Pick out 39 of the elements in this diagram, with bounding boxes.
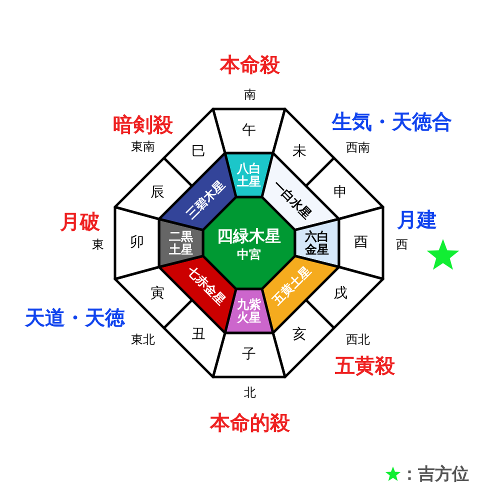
sector-label: 辰 bbox=[150, 185, 164, 200]
sector-label: 申 bbox=[334, 185, 348, 200]
direction-annotation: 本命殺 bbox=[220, 52, 280, 78]
sector-label: 五黄土星 bbox=[270, 264, 314, 308]
sector-label: 一白水星 bbox=[270, 178, 314, 222]
direction-annotation: 本命的殺 bbox=[210, 410, 290, 436]
sector-label: 未 bbox=[292, 144, 306, 159]
direction-annotation: 月破 bbox=[60, 208, 100, 236]
sector-label: 亥 bbox=[292, 327, 306, 342]
direction-annotation: 生気・天徳合 bbox=[332, 108, 452, 136]
direction-annotation: 五黄殺 bbox=[335, 352, 395, 380]
sector-label: 寅 bbox=[150, 286, 164, 301]
palace-name: 中宮 bbox=[237, 248, 261, 262]
sector-label: 午 bbox=[242, 124, 256, 138]
sector-label: 二黒土星 bbox=[168, 230, 194, 256]
direction-label: 西南 bbox=[346, 140, 370, 156]
sector-label: 六白金星 bbox=[304, 230, 330, 256]
direction-annotation: 天道・天徳 bbox=[25, 304, 125, 332]
sector-label: 九紫火星 bbox=[236, 298, 262, 324]
direction-label: 東北 bbox=[131, 332, 155, 348]
direction-label: 南 bbox=[244, 86, 256, 104]
sector-label: 戌 bbox=[334, 286, 348, 301]
legend-label: ：吉方位 bbox=[401, 464, 469, 486]
sector-label: 酉 bbox=[354, 236, 368, 250]
direction-label: 北 bbox=[244, 384, 256, 402]
sector-label: 卯 bbox=[130, 236, 144, 250]
direction-label: 西 bbox=[396, 236, 408, 254]
sector-label: 丑 bbox=[192, 327, 206, 342]
sector-label: 巳 bbox=[192, 144, 206, 159]
sector-label: 八白土星 bbox=[236, 162, 262, 188]
direction-label: 東 bbox=[92, 236, 104, 254]
direction-label: 東南 bbox=[131, 138, 155, 156]
star-name: 四緑木星 bbox=[217, 228, 281, 246]
direction-label: 西北 bbox=[346, 332, 370, 348]
sector-label: 三碧木星 bbox=[184, 178, 228, 222]
sector-label: 七赤金星 bbox=[184, 264, 228, 308]
sector-label: 子 bbox=[242, 348, 256, 362]
direction-annotation: 暗剣殺 bbox=[113, 112, 173, 138]
direction-annotation: 月建 bbox=[397, 206, 437, 234]
